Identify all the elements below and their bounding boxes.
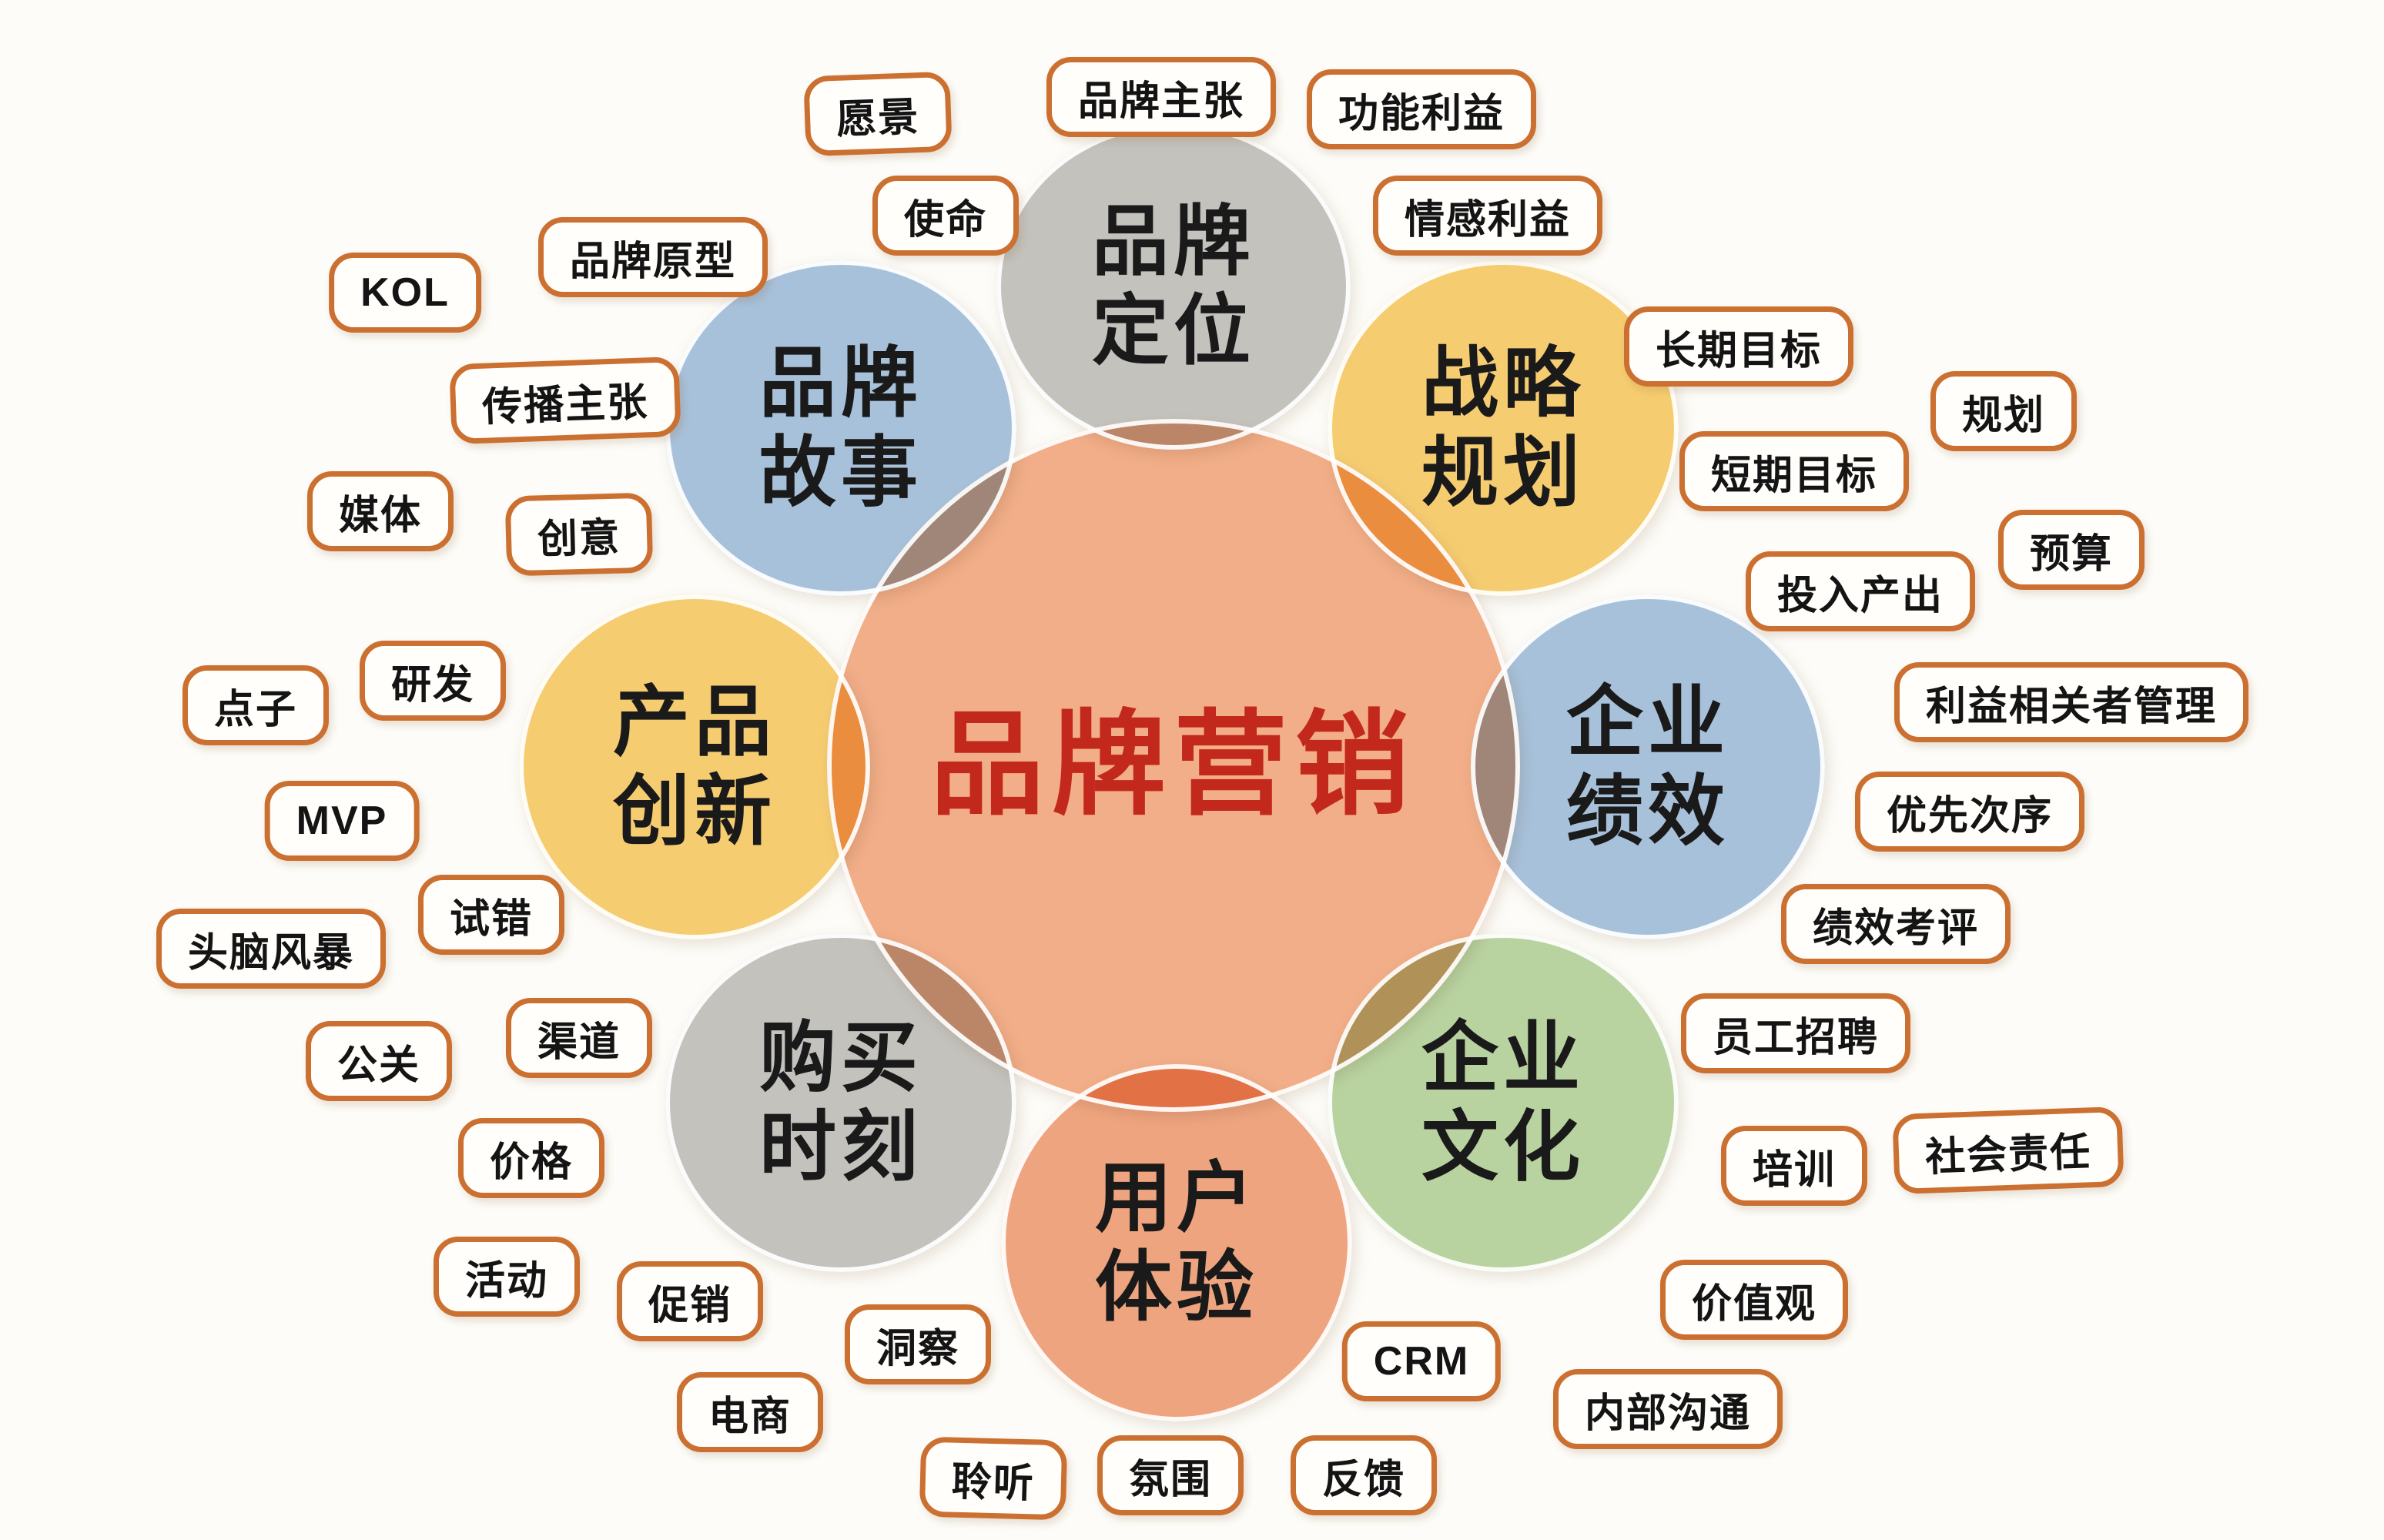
satellite-communication-proposition: 传播主张 [449,356,681,445]
circle-label-line: 企业 [1421,1015,1585,1101]
satellite-brand-proposition: 品牌主张 [1046,57,1277,137]
circle-label-line: 故事 [759,430,922,516]
satellite-emotional-benefit: 情感利益 [1372,176,1603,256]
circle-user-experience-fill [1001,1064,1352,1421]
circle-user-experience-label: 用户 体验 [1095,1153,1258,1332]
satellite-atmosphere: 氛围 [1097,1435,1244,1515]
satellite-budget: 预算 [1997,510,2145,590]
circle-label-line: 购买 [759,1015,922,1101]
satellite-recruitment: 员工招聘 [1680,993,1911,1073]
circle-corporate-culture-label: 企业 文化 [1421,1013,1585,1192]
satellite-pricing: 价格 [457,1118,605,1198]
satellite-feedback: 反馈 [1290,1435,1438,1515]
satellite-mission: 使命 [872,176,1020,256]
circle-corporate-performance-fill [1471,594,1825,939]
circle-corporate-performance-label: 企业 绩效 [1566,678,1729,856]
satellite-performance-review: 绩效考评 [1780,884,2011,964]
circle-label-line: 定位 [1092,288,1255,374]
circle-label-line: 产品 [613,679,776,765]
circle-label-line: 时刻 [759,1104,922,1190]
circle-label-line: 品牌 [1092,199,1255,285]
satellite-insight: 洞察 [844,1304,992,1384]
circle-purchase-moment-fill [665,933,1016,1272]
circle-label-line: 企业 [1566,679,1729,765]
circle-label-line: 规划 [1421,430,1585,516]
satellite-ecommerce: 电商 [676,1372,824,1452]
circle-label-line: 绩效 [1566,768,1729,855]
circle-brand-story-label: 品牌 故事 [759,339,922,517]
satellite-listening: 聆听 [919,1436,1068,1521]
satellite-promotion: 促销 [616,1261,764,1341]
satellite-channels: 渠道 [505,998,653,1078]
satellite-social-responsibility: 社会责任 [1892,1106,2125,1195]
satellite-brainstorming: 头脑风暴 [156,909,387,989]
satellite-training: 培训 [1720,1126,1868,1206]
satellite-crm: CRM [1341,1321,1502,1401]
circle-strategic-planning-label: 战略 规划 [1421,339,1585,517]
satellite-kol: KOL [329,253,481,333]
satellite-values: 价值观 [1659,1260,1849,1340]
circle-label-line: 体验 [1095,1244,1258,1331]
satellite-priorities: 优先次序 [1854,772,2085,852]
satellite-rnd: 研发 [359,641,507,721]
circle-label-line: 用户 [1095,1155,1258,1241]
satellite-stakeholder-management: 利益相关者管理 [1893,662,2249,742]
satellite-trial-and-error: 试错 [417,875,565,955]
satellite-ideas: 点子 [182,665,330,745]
satellite-brand-archetype: 品牌原型 [537,217,768,297]
circle-corporate-culture-fill [1328,933,1679,1272]
circle-label-line: 品牌 [759,340,922,427]
satellite-short-term-goals: 短期目标 [1679,431,1910,511]
satellite-internal-communication: 内部沟通 [1552,1369,1783,1449]
circle-purchase-moment-label: 购买 时刻 [759,1013,922,1192]
satellite-campaigns: 活动 [433,1237,581,1317]
satellite-functional-benefit: 功能利益 [1306,69,1537,149]
satellite-input-output: 投入产出 [1745,551,1976,631]
circle-product-innovation-fill [519,594,870,939]
circle-brand-positioning-fill [996,123,1351,450]
center-title: 品牌营销 [930,701,1417,829]
satellite-long-term-goals: 长期目标 [1623,306,1854,387]
satellite-media: 媒体 [306,471,454,551]
circle-brand-story-fill [665,260,1016,596]
circle-strategic-planning-fill [1328,260,1679,596]
circle-brand-positioning-label: 品牌 定位 [1092,197,1255,376]
satellite-pr: 公关 [305,1021,453,1101]
circle-label-line: 文化 [1421,1104,1585,1190]
satellite-planning: 规划 [1930,371,2078,451]
satellite-vision: 愿景 [803,71,953,157]
circle-label-line: 战略 [1421,340,1585,427]
circle-label-line: 创新 [613,768,776,855]
satellite-mvp: MVP [264,781,420,861]
circle-product-innovation-label: 产品 创新 [613,678,776,856]
satellite-creativity: 创意 [504,492,654,577]
